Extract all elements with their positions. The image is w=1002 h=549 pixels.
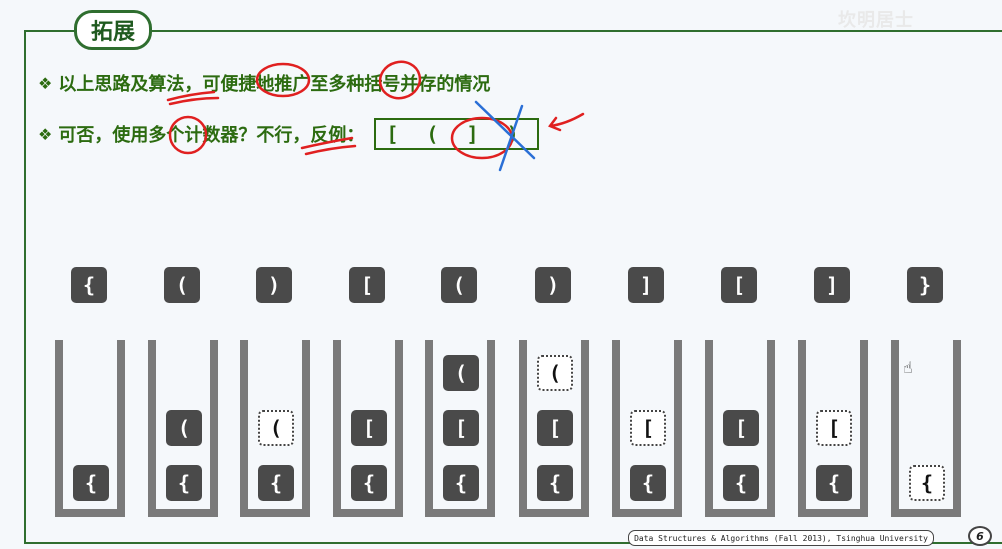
- stack-item: [: [537, 410, 573, 446]
- stack-item: (: [443, 355, 479, 391]
- stack-item: {: [258, 465, 294, 501]
- input-token: {: [71, 267, 107, 303]
- page-number: 6: [968, 526, 992, 546]
- stack-item: [: [723, 410, 759, 446]
- stack-container: {: [891, 340, 961, 517]
- input-token: [: [721, 267, 757, 303]
- bullet-text-2: 可否，使用多个计数器？不行，反例：: [58, 125, 365, 146]
- hand-cursor-icon: ☝: [903, 358, 913, 377]
- input-token: ]: [628, 267, 664, 303]
- slide-title: 拓展: [74, 10, 152, 50]
- input-token: ): [535, 267, 571, 303]
- input-token: (: [441, 267, 477, 303]
- course-footer: Data Structures & Algorithms (Fall 2013)…: [628, 530, 934, 546]
- input-token: (: [164, 267, 200, 303]
- bullet-line-2: ❖ 可否，使用多个计数器？不行，反例： [ ( ] ): [38, 118, 539, 150]
- stack-item: {: [537, 465, 573, 501]
- stack-item: [: [443, 410, 479, 446]
- input-sequence: { () [ ()] []}: [0, 267, 1002, 303]
- stack-container: {[: [705, 340, 775, 517]
- stack-item: (: [166, 410, 202, 446]
- stack-item-popped: {: [909, 465, 945, 501]
- stack-item-popped: [: [816, 410, 852, 446]
- stack-container: { [ (: [519, 340, 589, 517]
- input-token: ]: [814, 267, 850, 303]
- diamond-bullet-icon: ❖: [38, 124, 53, 144]
- stack-item: {: [630, 465, 666, 501]
- stack-item: {: [443, 465, 479, 501]
- stack-item-popped: (: [537, 355, 573, 391]
- stack-item: [: [351, 410, 387, 446]
- stack-item-popped: [: [630, 410, 666, 446]
- stack-item-popped: (: [258, 410, 294, 446]
- slide-frame: [24, 30, 1002, 544]
- stack-item: {: [73, 465, 109, 501]
- stack-container: {[: [798, 340, 868, 517]
- bullet-line-1: ❖ 以上思路及算法，可便捷地推广至多种括号并存的情况: [38, 70, 490, 96]
- diamond-bullet-icon: ❖: [38, 73, 53, 93]
- stack-container: {[: [333, 340, 403, 517]
- stack-item: {: [816, 465, 852, 501]
- counterexample-box: [ ( ] ): [374, 118, 539, 150]
- input-token: [: [349, 267, 385, 303]
- stack-item: {: [723, 465, 759, 501]
- stack-container: { [ (: [425, 340, 495, 517]
- stack-container: {(: [240, 340, 310, 517]
- input-token: }: [907, 267, 943, 303]
- stack-item: {: [166, 465, 202, 501]
- stack-item: {: [351, 465, 387, 501]
- input-token: ): [256, 267, 292, 303]
- stack-container: {(: [148, 340, 218, 517]
- watermark: 坎明居士: [838, 10, 914, 31]
- bullet-text-1: 以上思路及算法，可便捷地推广至多种括号并存的情况: [58, 74, 491, 95]
- stack-container: {: [55, 340, 125, 517]
- stack-container: {[: [612, 340, 682, 517]
